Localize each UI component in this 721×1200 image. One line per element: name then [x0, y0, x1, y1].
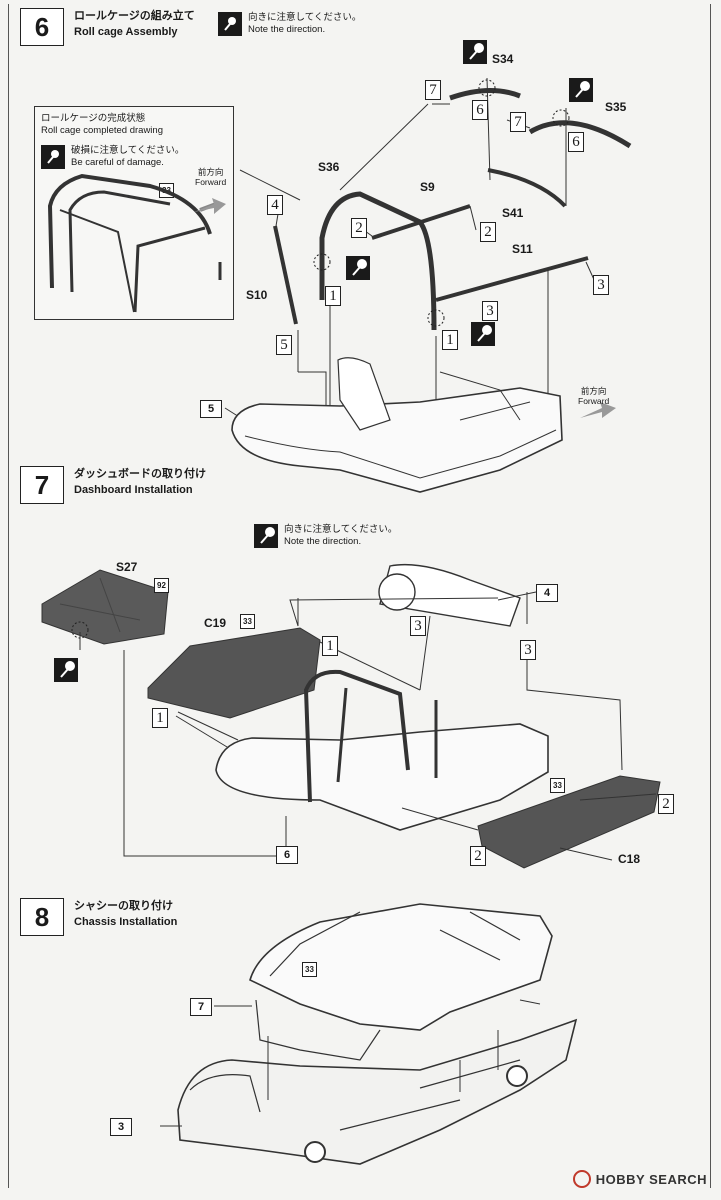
part-tag: 33 [550, 778, 565, 793]
callout-3: 3 [593, 275, 609, 295]
callout-2: 2 [658, 794, 674, 814]
inset-title-ja: ロールケージの完成状態 [41, 113, 146, 124]
callout-3: 3 [482, 301, 498, 321]
part-label-s34: S34 [492, 52, 514, 66]
step-title-ja: ロールケージの組み立て [74, 10, 195, 22]
step-title-ja: ダッシュボードの取り付け [74, 468, 206, 480]
direction-note: 向きに注意してください。 Note the direction. [218, 12, 361, 36]
ref-step-6: 6 [276, 846, 298, 864]
part-label-c18: C18 [618, 852, 641, 866]
callout-2: 2 [480, 222, 496, 242]
page-border [8, 4, 711, 1188]
step-title-ja: シャシーの取り付け [74, 900, 173, 912]
part-tag: 33 [302, 962, 317, 977]
callout-5: 5 [276, 335, 292, 355]
callout-1: 1 [442, 330, 458, 350]
callout-2: 2 [470, 846, 486, 866]
step-7-header: 7 ダッシュボードの取り付け Dashboard Installation [20, 466, 206, 504]
part-label-s9: S9 [420, 180, 435, 194]
callout-7: 7 [425, 80, 441, 100]
step-number: 7 [20, 466, 64, 504]
callout-6: 6 [568, 132, 584, 152]
step-number: 8 [20, 898, 64, 936]
pin-icon [41, 145, 65, 169]
damage-note: 破損に注意してください。 Be careful of damage. [41, 145, 184, 169]
ref-step-5: 5 [200, 400, 222, 418]
part-label-s27: S27 [116, 560, 138, 574]
watermark: HOBBY SEARCH [572, 1170, 707, 1188]
forward-label: 前方向 Forward [578, 386, 610, 406]
ref-step-4: 4 [536, 584, 558, 602]
ref-step-7: 7 [190, 998, 212, 1016]
callout-1: 1 [322, 636, 338, 656]
part-label-s35: S35 [605, 100, 627, 114]
pin-icon [218, 12, 242, 36]
hobby-search-logo-icon [572, 1170, 591, 1188]
callout-4: 4 [267, 195, 283, 215]
callout-3: 3 [520, 640, 536, 660]
direction-note: 向きに注意してください。 Note the direction. [284, 524, 398, 547]
step-title-en: Roll cage Assembly [74, 26, 178, 38]
part-label-s10: S10 [246, 288, 268, 302]
part-tag: 92 [154, 578, 169, 593]
forward-label: 前方向 Forward [195, 167, 227, 187]
step-number: 6 [20, 8, 64, 46]
forward-arrow-icon [194, 198, 226, 214]
attach-point [478, 79, 496, 97]
callout-3: 3 [410, 616, 426, 636]
callout-2: 2 [351, 218, 367, 238]
step-title-en: Dashboard Installation [74, 484, 193, 496]
part-label-s36: S36 [318, 160, 340, 174]
step-6-header: 6 ロールケージの組み立て Roll cage Assembly [20, 8, 195, 46]
part-label-s11: S11 [512, 242, 533, 256]
ref-step-3: 3 [110, 1118, 132, 1136]
part-label-s41: S41 [502, 206, 524, 220]
callout-1: 1 [152, 708, 168, 728]
step-8-header: 8 シャシーの取り付け Chassis Installation [20, 898, 177, 936]
part-label-c19: C19 [204, 616, 227, 630]
step-title-en: Chassis Installation [74, 916, 178, 928]
callout-7: 7 [510, 112, 526, 132]
callout-1: 1 [325, 286, 341, 306]
inset-title-en: Roll cage completed drawing [41, 125, 163, 136]
part-tag: 33 [240, 614, 255, 629]
callout-6: 6 [472, 100, 488, 120]
